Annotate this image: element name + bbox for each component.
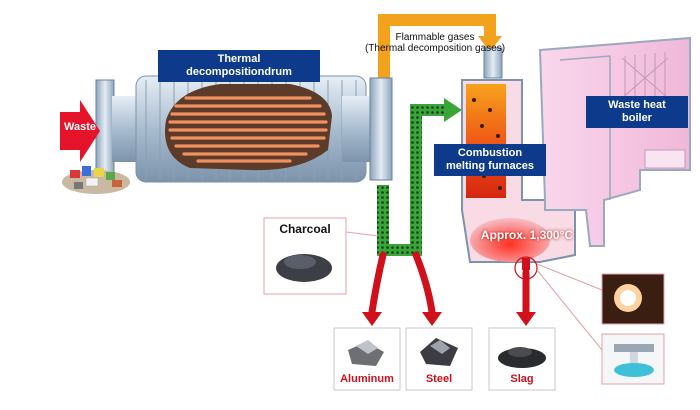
product-steel [405, 327, 473, 391]
flammable-gases-title: Flammable gases [395, 32, 475, 43]
steel-label: Steel [425, 373, 453, 385]
melt-photo-callouts [536, 263, 665, 385]
flammable-gas-pipe [378, 14, 502, 80]
steel-arrow [412, 251, 436, 316]
product-slag [488, 327, 556, 391]
flammable-gases-subtitle: (Thermal decomposition gases) [364, 43, 506, 54]
charcoal-callout [263, 217, 379, 295]
charcoal-label: Charcoal [279, 222, 331, 236]
output-arrows [368, 251, 530, 316]
product-aluminum [333, 327, 401, 391]
thermal-drum-label: Thermal decompositiondrum [158, 50, 320, 82]
flammable-gases-label: Flammable gases (Thermal decomposition g… [360, 32, 510, 54]
slag-label: Slag [510, 373, 534, 385]
waste-pile-icon [62, 166, 130, 194]
combustion-furnace-label: Combustion melting furnaces [434, 144, 546, 176]
waste-heat-boiler [538, 36, 691, 247]
aluminum-arrow [368, 251, 387, 316]
waste-heat-boiler-label: Waste heat boiler [586, 96, 688, 128]
temperature-label: Approx. 1,300°C [480, 228, 574, 242]
aluminum-label: Aluminum [340, 373, 394, 385]
waste-arrow [60, 100, 100, 162]
thermal-decomposition-drum [95, 75, 393, 183]
waste-label: Waste [64, 121, 96, 133]
charcoal-pipe [377, 98, 462, 256]
